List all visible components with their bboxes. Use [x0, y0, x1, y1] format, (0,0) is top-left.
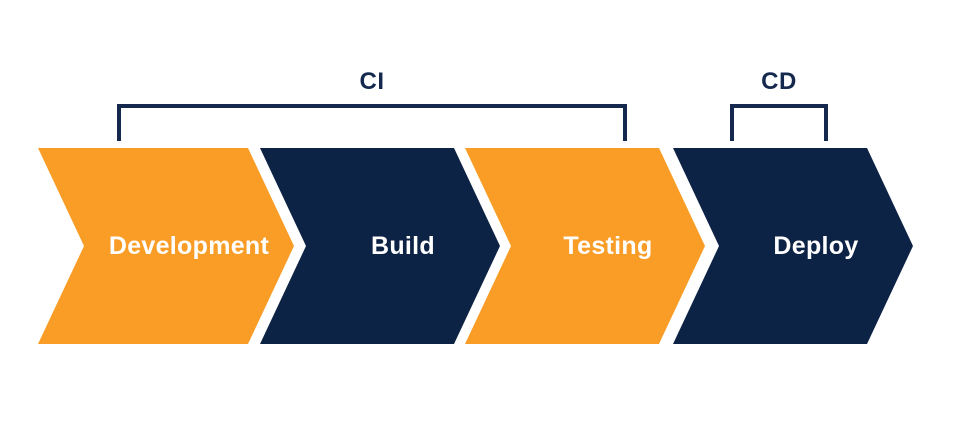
stage-development: Development: [38, 148, 294, 344]
cd-bracket: [730, 104, 828, 141]
stage-testing-label: Testing: [563, 231, 653, 260]
stage-deploy-label: Deploy: [773, 231, 859, 260]
cd-label: CD: [761, 68, 797, 95]
stage-development-label: Development: [108, 231, 270, 260]
ci-label: CI: [359, 68, 385, 95]
stage-build-label: Build: [371, 231, 435, 260]
stage-testing: Testing: [465, 148, 705, 344]
stage-build: Build: [260, 148, 500, 344]
stage-deploy: Deploy: [673, 148, 913, 344]
ci-bracket: [117, 104, 627, 141]
